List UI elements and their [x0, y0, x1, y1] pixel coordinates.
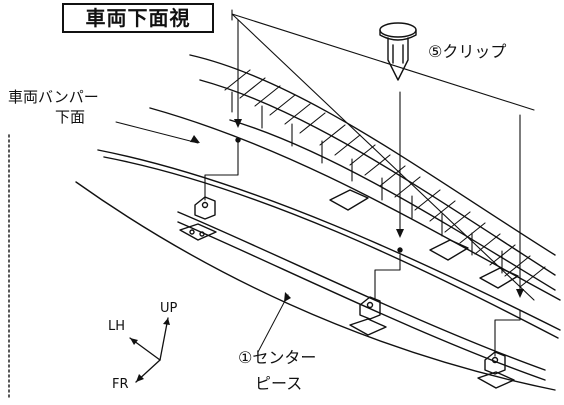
- bumper-label-leader: [115, 121, 199, 144]
- center-piece-upper-line: [177, 211, 546, 371]
- view-title: 車両下面視: [62, 3, 214, 33]
- bumper-edge-upper: [149, 107, 561, 301]
- axis-fr-label: FR: [112, 377, 129, 392]
- orientation-axes: [129, 317, 170, 383]
- assembly-leader-lines: [204, 9, 535, 357]
- grille-bosses: [329, 189, 519, 289]
- center-piece-lower-line: [177, 221, 546, 381]
- grille-top-edge: [189, 54, 556, 256]
- center-piece-edge-outer: [75, 181, 556, 391]
- bumper-edge-lower: [97, 149, 561, 331]
- clip-label: ⑤クリップ: [428, 42, 507, 61]
- bumper-label-line2: 下面: [55, 108, 86, 126]
- clip-hole: [397, 247, 403, 253]
- grille-inner-edge: [199, 79, 556, 276]
- arrowheads: [190, 119, 524, 302]
- axis-up-label: UP: [160, 301, 178, 316]
- center-piece-label-line2: ピース: [255, 374, 303, 393]
- center-piece-label-leader: [257, 294, 289, 353]
- bumper-label-line1: 車両バンパー: [8, 88, 99, 106]
- clip-hole: [235, 137, 241, 143]
- grille-bottom-edge: [229, 119, 556, 291]
- center-piece-label-line1: ①センター: [238, 348, 317, 367]
- clip-part-icon: [379, 22, 417, 81]
- bumper-edge-lower-inner: [103, 156, 559, 339]
- axis-lh-label: LH: [108, 319, 126, 334]
- center-piece-tabs: [179, 196, 515, 389]
- grille-fins: [224, 69, 546, 288]
